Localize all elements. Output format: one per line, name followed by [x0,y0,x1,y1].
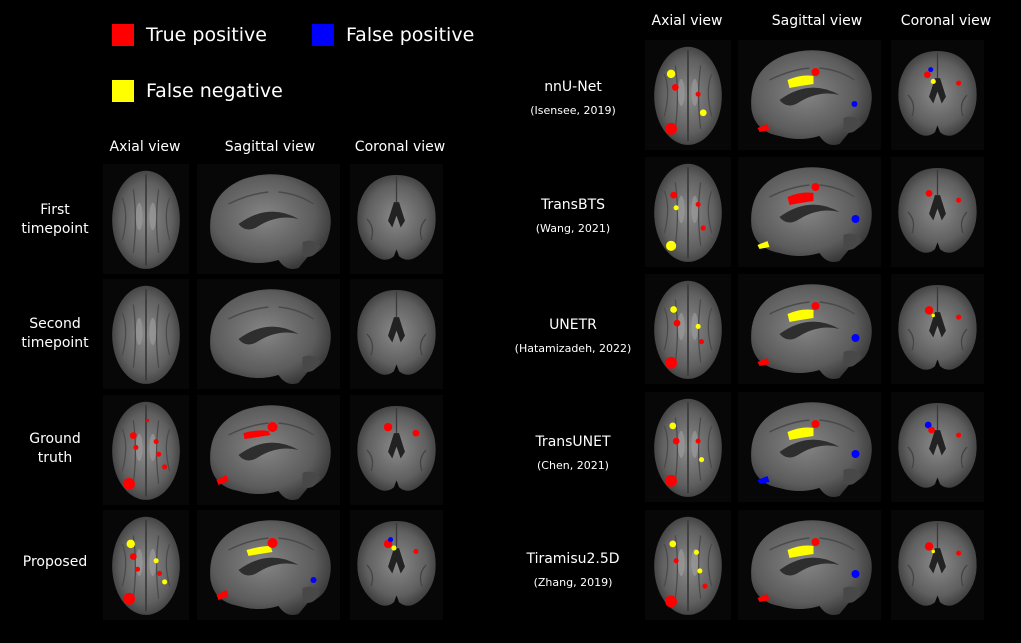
scan-axial [645,157,731,267]
brain-sagittal-scan-icon [738,392,881,502]
false-positive-swatch [312,24,334,46]
scan-sagittal [738,274,881,384]
brain-coronal-scan-icon [350,164,443,274]
left-col-axial: Axial view [109,139,181,155]
scan-sagittal [197,395,340,505]
row-label-second-timepoint: Second timepoint [21,316,89,351]
left-panel: Axial view Sagittal view Coronal view Fi… [0,127,504,643]
scan-coronal [891,274,984,384]
brain-axial-scan-icon [645,40,731,150]
scan-axial [645,274,731,384]
scan-sagittal [738,392,881,502]
row-label-first-timepoint: First timepoint [21,202,89,237]
scan-coronal [891,510,984,620]
right-col-coronal: Coronal view [900,13,992,29]
row-label-ground-truth: Ground truth [29,431,81,466]
scan-axial [645,510,731,620]
left-col-coronal: Coronal view [354,139,446,155]
brain-axial-scan-icon [103,510,189,620]
brain-coronal-scan-icon [350,395,443,505]
brain-sagittal-scan-icon [197,395,340,505]
scan-axial [645,40,731,150]
scan-sagittal [197,279,340,389]
brain-sagittal-scan-icon [738,510,881,620]
scan-sagittal [738,40,881,150]
scan-sagittal [197,164,340,274]
row-label-tiramisu: Tiramisu2.5D (Zhang, 2019) [526,551,620,589]
scan-coronal [350,510,443,620]
scan-axial [103,395,189,505]
brain-sagittal-scan-icon [197,279,340,389]
row-label-unetr: UNETR (Hatamizadeh, 2022) [514,317,632,355]
scan-coronal [891,157,984,267]
scan-coronal [350,395,443,505]
scan-axial [103,510,189,620]
right-col-axial: Axial view [651,13,723,29]
legend-label: False positive [346,24,475,46]
left-col-sagittal: Sagittal view [224,139,316,155]
brain-coronal-scan-icon [891,392,984,502]
legend-false-positive: False positive [312,24,474,46]
brain-sagittal-scan-icon [197,164,340,274]
brain-sagittal-scan-icon [738,40,881,150]
scan-axial [103,279,189,389]
brain-coronal-scan-icon [891,157,984,267]
brain-coronal-scan-icon [350,510,443,620]
right-col-sagittal: Sagittal view [771,13,863,29]
scan-sagittal [738,510,881,620]
right-panel: Axial view Sagittal view Coronal view nn… [512,0,1021,643]
scan-axial [645,392,731,502]
brain-axial-scan-icon [103,164,189,274]
brain-sagittal-scan-icon [738,274,881,384]
scan-coronal [350,279,443,389]
brain-coronal-scan-icon [891,274,984,384]
row-label-transbts: TransBTS (Wang, 2021) [535,197,611,235]
legend-label: False negative [146,80,283,102]
scan-axial [103,164,189,274]
brain-axial-scan-icon [645,157,731,267]
scan-coronal [891,40,984,150]
scan-coronal [350,164,443,274]
scan-sagittal [738,157,881,267]
brain-coronal-scan-icon [350,279,443,389]
row-label-transunet: TransUNET (Chen, 2021) [535,434,611,472]
brain-coronal-scan-icon [891,510,984,620]
brain-axial-scan-icon [103,395,189,505]
legend-false-negative: False negative [112,80,283,102]
row-label-nnunet: nnU-Net (Isensee, 2019) [530,79,616,117]
scan-sagittal [197,510,340,620]
brain-axial-scan-icon [103,279,189,389]
brain-axial-scan-icon [645,510,731,620]
legend-true-positive: True positive [112,24,267,46]
brain-coronal-scan-icon [891,40,984,150]
true-positive-swatch [112,24,134,46]
legend-panel: True positive False positive False negat… [0,0,504,127]
brain-axial-scan-icon [645,392,731,502]
false-negative-swatch [112,80,134,102]
row-label-proposed: Proposed [22,554,88,570]
brain-sagittal-scan-icon [197,510,340,620]
brain-axial-scan-icon [645,274,731,384]
brain-sagittal-scan-icon [738,157,881,267]
legend-label: True positive [146,24,267,46]
scan-coronal [891,392,984,502]
